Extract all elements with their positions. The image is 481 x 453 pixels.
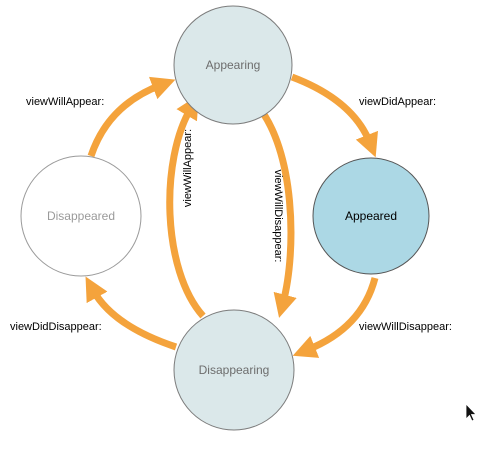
state-disappearing-circle (173, 309, 295, 431)
state-appearing-circle (173, 5, 293, 125)
state-appearing: Appearing (173, 5, 293, 125)
label-view-did-disappear: viewDidDisappear: (10, 321, 102, 333)
state-disappearing-label: Disappearing (199, 363, 270, 377)
arrow-appearing-to-appeared (290, 73, 378, 158)
arrow-disappearing-to-disappeared (85, 276, 178, 351)
mouse-pointer-icon (465, 403, 477, 422)
arrow-disappeared-to-appearing (87, 76, 176, 158)
label-view-did-appear: viewDidAppear: (359, 96, 436, 108)
label-view-will-disappear-outer: viewWillDisappear: (359, 321, 452, 333)
arrow-appearing-to-disappearing (254, 102, 297, 318)
state-disappearing: Disappearing (173, 309, 295, 431)
state-disappeared-label: Disappeared (47, 209, 115, 223)
label-view-will-appear-inner: viewWillAppear: (182, 129, 194, 207)
state-disappeared: Disappeared (20, 155, 142, 277)
label-view-will-appear-outer: viewWillAppear: (26, 96, 104, 108)
state-appeared-circle (312, 157, 430, 275)
state-appeared: Appeared (312, 157, 430, 275)
label-view-will-disappear-inner: viewWillDisappear: (272, 170, 284, 263)
state-appearing-label: Appearing (206, 58, 261, 72)
state-appeared-label: Appeared (345, 209, 397, 223)
state-disappeared-circle (20, 155, 142, 277)
arrow-appeared-to-disappearing (292, 277, 379, 358)
arrow-disappearing-to-appearing (166, 94, 206, 319)
